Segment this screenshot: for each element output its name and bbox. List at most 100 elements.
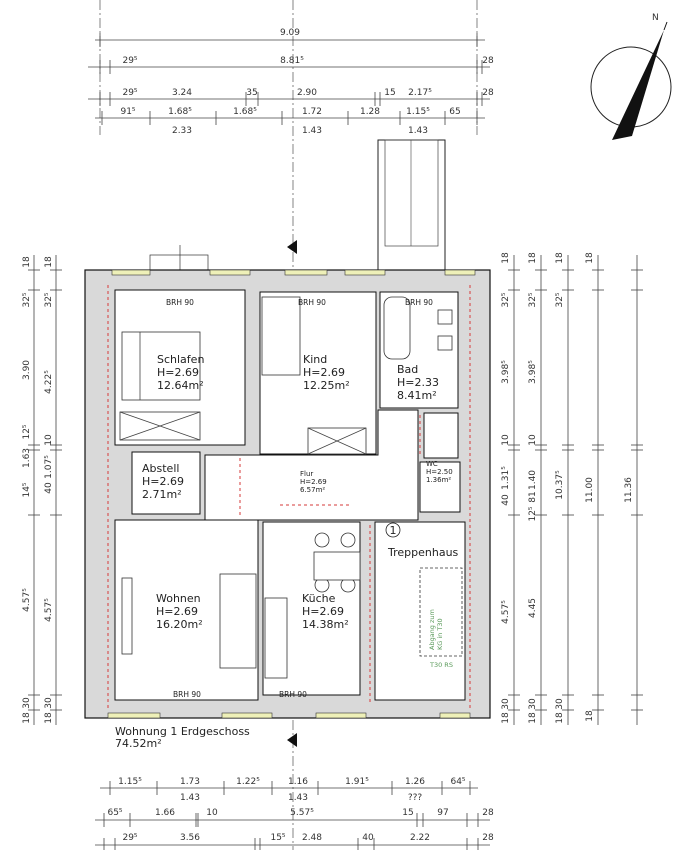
label-wohnen: Wohnen H=2.69 16.20m² BRH 90 [156,592,203,699]
dimension-label: 65 [449,107,460,117]
dimension-label: 9.09 [280,28,300,38]
dimension-label: 15 [384,88,395,98]
room-name: Schlafen [157,353,204,366]
dimension-label: 2.17⁵ [408,88,432,98]
room-area: 6.57m² [300,486,325,494]
dimension-label: 1.22⁵ [236,777,260,787]
dimension-label: 1.07⁵ [44,455,54,479]
dimension-label: 1.15⁵ [406,107,430,117]
dimension-label: 30 [528,698,538,710]
label-wc: WC H=2.50 1.36m² [426,460,453,484]
room-abstell [131,451,201,515]
dimension-label: 3.56 [180,833,200,843]
dimension-label: 35 [246,88,257,98]
room-wohnen [114,519,259,701]
dimension-label: 14⁵ [22,482,32,497]
room-name: Wohnen [156,592,201,605]
dining-table [313,551,361,581]
room-name: Abstell [142,462,179,475]
dimension-label: 65⁵ [107,808,122,818]
shower [423,412,459,459]
dimension-label: 29⁵ [122,833,137,843]
dimension-label: 4.57⁵ [44,598,54,622]
dimension-label: 1.43 [408,126,428,136]
window-top-left-opening [149,245,209,272]
dimension-label: 81 [528,491,538,502]
dimension-label: 3.90 [22,360,32,380]
dimension-label: 4.45 [528,598,538,618]
apartment-total-area: 74.52m² [115,737,162,750]
north-arrow-tip [663,21,668,31]
apartment-label: Wohnung 1 Erdgeschoss 74.52m² [115,725,250,750]
dimension-label: 32⁵ [44,292,54,307]
dimension-label: 1.26 [405,777,425,787]
window-sill-height: BRH 90 [173,690,201,699]
dimension-label: 3.24 [172,88,192,98]
dimension-label: 30 [555,698,565,710]
dimension-label: 30 [22,697,32,709]
dimension-label: 1.72 [302,107,322,117]
compass: N [590,13,672,140]
stair-note: Abgang zum [428,609,436,650]
dimension-label: 1.66 [155,808,175,818]
label-bad: Bad H=2.33 8.41m² BRH 90 [397,298,439,402]
north-label: N [652,13,659,23]
dimension-label: 11.36 [624,477,634,503]
dimension-label: 1.68⁵ [233,107,257,117]
room-height: H=2.33 [397,376,439,389]
sofa [219,573,257,669]
dimension-label: 64⁵ [450,777,465,787]
dimension-label: 10.37⁵ [555,470,565,500]
dimension-label: 10 [44,434,54,446]
room-name: Kind [303,353,327,366]
dimension-label: 4.22⁵ [44,370,54,394]
dimension-label: 15⁵ [270,833,285,843]
dimension-label: 1.43 [180,793,200,803]
dimension-label: 40 [362,833,374,843]
dimension-label: 18 [501,712,511,724]
dimension-label: 1.63 [22,448,32,468]
room-area: 14.38m² [302,618,349,631]
dimension-label: 18 [501,252,511,264]
room-name: Bad [397,363,418,376]
window-sill-height: BRH 90 [405,298,433,307]
dimension-label: 29⁵ [122,88,137,98]
dimension-label: 1.43 [288,793,308,803]
room-area: 16.20m² [156,618,203,631]
dimension-label: 10 [206,808,218,818]
section-marker-top-icon [287,240,297,254]
dimension-label: 4.57⁵ [501,600,511,624]
dimension-label: 3.98⁵ [528,360,538,384]
section-marker-bottom-icon [287,733,297,747]
installation-lines [107,285,471,710]
label-treppenhaus: 1 Treppenhaus Abgang zum KG in T30 T30 R… [385,522,459,669]
north-arrow-icon [612,30,664,140]
dimension-label: 10 [528,434,538,446]
room-area: 12.64m² [157,379,204,392]
dimension-label: 1.16 [288,777,308,787]
room-area: 12.25m² [303,379,350,392]
room-height: H=2.69 [302,605,344,618]
label-abstell: Abstell H=2.69 2.71m² [142,462,184,501]
dimension-label: 18 [528,712,538,724]
dimension-label: 32⁵ [555,292,565,307]
room-height: H=2.69 [300,478,327,486]
dimension-label: 12⁵ [528,506,538,521]
dimension-label: 1.68⁵ [168,107,192,117]
dimension-label: 18 [528,252,538,264]
room-area: 1.36m² [426,476,451,484]
dimension-label: 10 [501,434,511,446]
balcony [377,139,446,271]
room-name: WC [426,460,438,468]
label-kueche: Küche H=2.69 14.38m² BRH 90 [279,592,349,699]
dimension-label: 18 [585,710,595,722]
label-kind: Kind H=2.69 12.25m² BRH 90 [298,298,350,392]
dimension-label: 32⁵ [501,292,511,307]
dimension-label: 32⁵ [22,292,32,307]
door-rating: T30 RS [429,661,453,669]
room-wc [419,461,461,513]
dimension-label: 1.40 [528,470,538,490]
dimension-label: 40 [501,494,511,506]
bathtub [383,296,411,360]
